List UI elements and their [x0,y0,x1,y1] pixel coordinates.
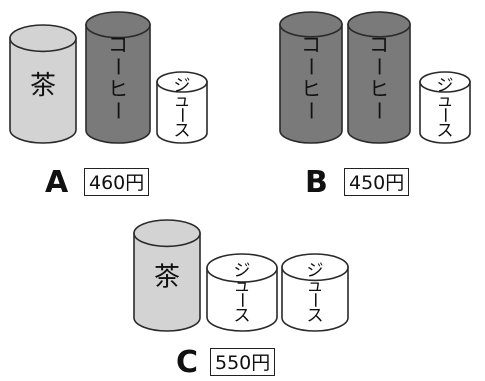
can-label-juice-char: ス [234,306,251,326]
set-c-letter: C [176,345,199,380]
can-label-juice-char: ー [231,292,251,309]
can-label-juice-char: ー [171,107,191,124]
can-label-juice-char: ジ [437,76,454,96]
can-label-juice-char: ス [174,121,191,141]
set-b-letter: B [305,165,328,200]
set-b-price: 450円 [344,168,410,196]
can-label-coffee-char: ヒ [369,77,389,101]
can-label-coffee-char: ー [367,57,391,77]
can-label-coffee-char: ー [106,101,130,121]
can-label-tea: 茶 [154,263,180,293]
can-label-juice-char: ー [434,107,454,124]
can-label-juice-char: ュ [174,91,191,111]
can-label-juice-char: ジ [234,261,251,281]
can-label-juice-char: ジ [174,76,191,96]
can-label-juice-char: ュ [437,91,454,111]
can-label-juice-char: ス [307,306,324,326]
can-label-coffee-char: コ [108,33,128,57]
set-a-letter: A [45,165,69,200]
can-label-coffee-char: ー [367,101,391,121]
set-a-tea-can: 茶 [9,24,77,144]
set-c-tea-can: 茶 [133,219,201,332]
can-label-juice-char: ス [437,121,454,141]
can-label-juice-char: ュ [234,276,251,296]
can-label-coffee-char: ー [299,57,323,77]
can-label-coffee-char: コ [301,33,321,57]
can-label-coffee-char: ヒ [108,77,128,101]
set-c-price: 550円 [210,348,276,376]
can-label-juice-char: ュ [307,276,324,296]
set-a-price: 460円 [84,168,150,196]
can-label-coffee-char: コ [369,33,389,57]
can-label-juice-char: ー [304,292,324,309]
can-label-coffee-char: ヒ [301,77,321,101]
can-label-juice-char: ジ [307,261,324,281]
can-label-coffee-char: ー [299,101,323,121]
can-label-coffee-char: ー [106,57,130,77]
can-label-tea: 茶 [30,71,56,101]
